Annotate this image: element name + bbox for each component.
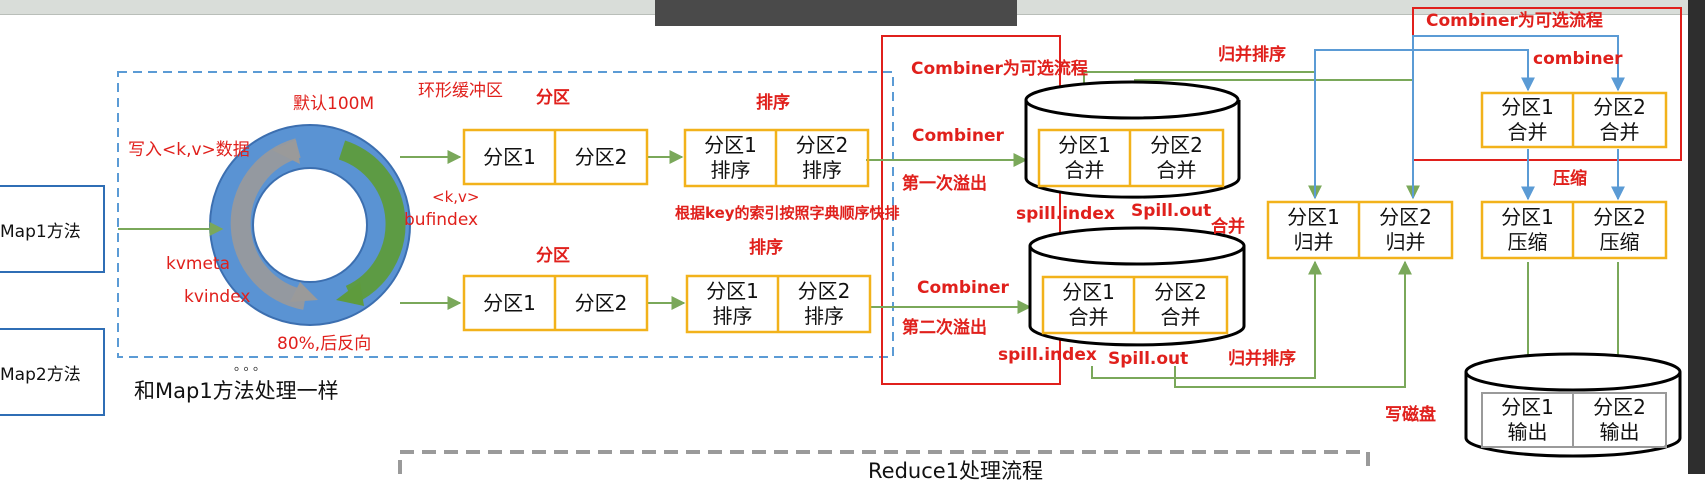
combiner-label-2: Combiner bbox=[917, 278, 1009, 298]
first-spill-label: 第一次溢出 bbox=[902, 174, 987, 194]
write-disk-label: 写磁盘 bbox=[1385, 405, 1436, 425]
output-cell-2: 分区2 输出 bbox=[1593, 395, 1646, 444]
combiner-label-1: Combiner bbox=[912, 126, 1004, 146]
kv-label: <k,v> bbox=[432, 188, 480, 206]
ellipsis-text: 。。。 bbox=[234, 359, 270, 374]
merge-row-cell-1: 分区1 归并 bbox=[1287, 205, 1340, 254]
right-combiner-label: combiner bbox=[1533, 49, 1623, 69]
bufindex-label: bufindex bbox=[404, 210, 479, 230]
combiner-highlight-box bbox=[881, 35, 1061, 385]
partition-row2-cell-2: 分区2 bbox=[574, 290, 628, 315]
top-dark-tab bbox=[655, 0, 1017, 26]
right-edge-bar bbox=[1688, 0, 1705, 474]
disk2-cell-1: 分区1 合并 bbox=[1062, 280, 1115, 329]
ring-buffer bbox=[209, 124, 411, 326]
disk2-index-label: spill.index bbox=[998, 345, 1097, 365]
partition-row1-cell-2: 分区2 bbox=[574, 144, 628, 169]
compress-cell-1: 分区1 压缩 bbox=[1501, 205, 1554, 254]
map2-note: 和Map1方法处理一样 bbox=[134, 379, 339, 403]
map1-method-label: Map1方法 bbox=[0, 221, 81, 242]
sort-row2-title: 排序 bbox=[749, 238, 783, 258]
partition-row2-cell-1: 分区1 bbox=[483, 290, 536, 315]
sort-row2-cell-2: 分区2 排序 bbox=[797, 279, 851, 328]
right-combine-cell-1: 分区1 合并 bbox=[1501, 95, 1554, 144]
right-combiner-optional-title: Combiner为可选流程 bbox=[1426, 11, 1603, 31]
second-spill-label: 第二次溢出 bbox=[902, 318, 987, 338]
compress-title: 压缩 bbox=[1553, 169, 1587, 189]
map2-method-box: Map2方法 bbox=[0, 328, 105, 416]
partition-row2-title: 分区 bbox=[536, 246, 570, 266]
reduce-region bbox=[398, 450, 1370, 474]
disk2-cell-2: 分区2 合并 bbox=[1154, 280, 1207, 329]
spill-disk-2 bbox=[1028, 226, 1246, 347]
disk1-cell-2: 分区2 合并 bbox=[1150, 133, 1203, 182]
spill-disk-1 bbox=[1024, 80, 1241, 199]
merge-label: 合并 bbox=[1211, 217, 1245, 237]
sort-row2-cell-1: 分区1 排序 bbox=[706, 279, 759, 328]
right-combine-cell-2: 分区2 合并 bbox=[1593, 95, 1646, 144]
reduce-process-title: Reduce1处理流程 bbox=[868, 459, 1044, 483]
merge-sort-top-label: 归并排序 bbox=[1218, 45, 1286, 65]
sort-row1-title: 排序 bbox=[756, 93, 790, 113]
disk1-out-label: Spill.out bbox=[1131, 201, 1212, 221]
map-task-region bbox=[117, 71, 894, 358]
compress-cell-2: 分区2 压缩 bbox=[1593, 205, 1646, 254]
output-cell-1: 分区1 输出 bbox=[1501, 395, 1554, 444]
default-size-label: 默认100M bbox=[293, 94, 375, 114]
sort-note: 根据key的索引按照字典顺序快排 bbox=[675, 204, 900, 222]
disk1-cell-1: 分区1 合并 bbox=[1058, 133, 1111, 182]
map2-method-label: Map2方法 bbox=[0, 364, 81, 385]
map1-method-box: Map1方法 bbox=[0, 185, 105, 273]
write-kv-label: 写入<k,v>数据 bbox=[128, 140, 250, 160]
kvmeta-label: kvmeta bbox=[166, 254, 231, 274]
reverse-label: 80%,后反向 bbox=[277, 334, 372, 354]
disk2-out-label: Spill.out bbox=[1108, 349, 1189, 369]
sort-row1-cell-1: 分区1 排序 bbox=[704, 133, 757, 182]
merge-row-cell-2: 分区2 归并 bbox=[1379, 205, 1432, 254]
merge-sort-bottom-label: 归并排序 bbox=[1228, 349, 1296, 369]
partition-row1-title: 分区 bbox=[536, 88, 570, 108]
ring-buffer-title: 环形缓冲区 bbox=[418, 81, 503, 101]
sort-row1-cell-2: 分区2 排序 bbox=[795, 133, 849, 182]
kvindex-label: kvindex bbox=[184, 287, 251, 307]
partition-row1-cell-1: 分区1 bbox=[483, 144, 536, 169]
disk1-index-label: spill.index bbox=[1016, 204, 1115, 224]
output-disk bbox=[1464, 352, 1682, 458]
combiner-optional-title: Combiner为可选流程 bbox=[911, 59, 1088, 79]
